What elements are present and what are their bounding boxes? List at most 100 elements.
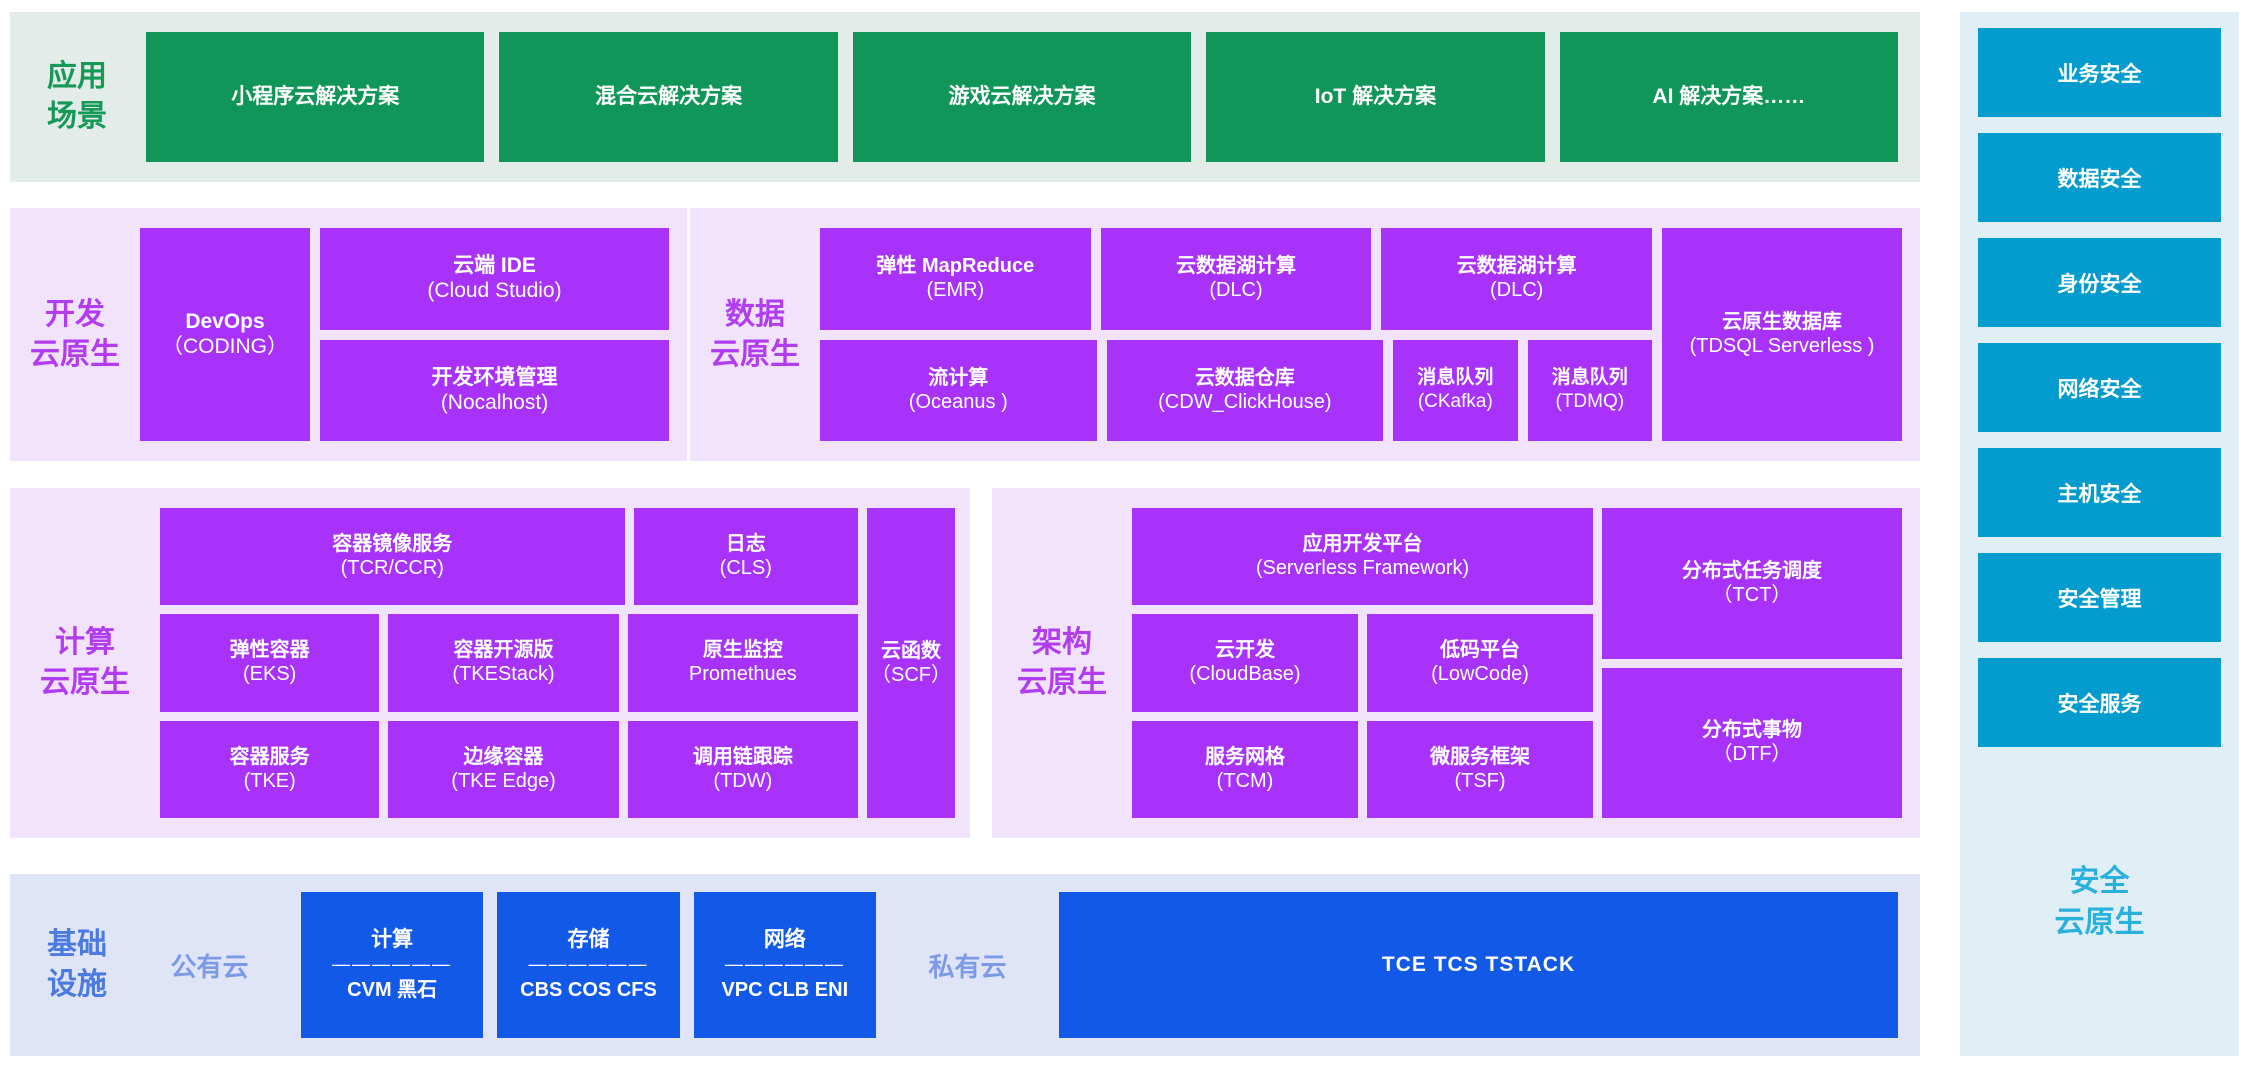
scenario-tile-hybrid-cloud[interactable]: 混合云解决方案 <box>499 32 838 162</box>
compute-tile-prometheus[interactable]: 原生监控 Promethues <box>627 614 859 712</box>
security-tile-host[interactable]: 主机安全 <box>1978 448 2221 537</box>
architecture-cloud-native-band: 架构 云原生 应用开发平台 (Serverless Framework) 云开发… <box>992 488 1920 838</box>
security-tile-network[interactable]: 网络安全 <box>1978 343 2221 432</box>
tile-title: 安全服务 <box>2057 692 2142 716</box>
compute-tile-tdw[interactable]: 调用链跟踪 (TDW) <box>627 720 859 818</box>
data-tile-oceanus[interactable]: 流计算 (Oceanus ) <box>820 339 1097 441</box>
arch-grid-row-2: 云开发 (CloudBase) 低码平台 (LowCode) <box>1132 614 1593 712</box>
data-tile-tdmq[interactable]: 消息队列 (TDMQ) <box>1527 339 1652 441</box>
scenario-tile-miniprogram[interactable]: 小程序云解决方案 <box>146 32 485 162</box>
tile-title: 网络 <box>763 927 806 951</box>
tile-subtitle: (TDSQL Serverless ) <box>1689 335 1875 357</box>
tile-title: 服务网格 <box>1205 745 1285 768</box>
infra-tile-compute[interactable]: 计算 —————— CVM 黑石 <box>301 892 484 1038</box>
tile-title: 微服务框架 <box>1430 745 1530 768</box>
band-label-dev-cloud-native: 开发 云原生 <box>30 297 120 371</box>
tile-subtitle: (EKS) <box>243 663 297 686</box>
data-tile-dlc-1[interactable]: 云数据湖计算 (DLC) <box>1100 228 1372 330</box>
compute-tile-scf[interactable]: 云函数 （SCF） <box>867 508 955 818</box>
tile-subtitle: (TCM) <box>1216 769 1274 792</box>
arch-tile-cloudbase[interactable]: 云开发 (CloudBase) <box>1132 614 1358 712</box>
tile-subtitle: CVM 黑石 <box>347 979 438 1002</box>
compute-tile-cls[interactable]: 日志 (CLS) <box>633 508 858 606</box>
tile-title: 存储 <box>567 927 610 951</box>
tile-title: 业务安全 <box>2057 62 2142 86</box>
tile-title: 容器开源版 <box>453 639 554 662</box>
tile-title: 主机安全 <box>2057 482 2142 506</box>
tile-subtitle: （DTF） <box>1712 743 1792 766</box>
tile-title: 云数据湖计算 <box>1456 255 1577 278</box>
scenario-tile-iot[interactable]: IoT 解决方案 <box>1206 32 1545 162</box>
application-scenario-band: 应用 场景 小程序云解决方案 混合云解决方案 游戏云解决方案 IoT 解决方案 … <box>10 12 1920 182</box>
dev-tile-cloud-studio[interactable]: 云端 IDE (Cloud Studio) <box>320 228 669 330</box>
tile-subtitle: (CLS) <box>719 557 772 580</box>
infra-tile-storage[interactable]: 存储 —————— CBS COS CFS <box>497 892 680 1038</box>
tile-title: 云函数 <box>881 639 941 662</box>
tile-subtitle: (Nocalhost) <box>440 390 549 414</box>
arch-grid-row-1: 应用开发平台 (Serverless Framework) <box>1132 508 1593 606</box>
tile-title: 分布式事物 <box>1702 719 1802 742</box>
scenario-tile-game-cloud[interactable]: 游戏云解决方案 <box>852 32 1192 162</box>
security-cloud-native-column: 业务安全 数据安全 身份安全 网络安全 主机安全 安全管理 安全服务 安全 云原… <box>1960 12 2239 1056</box>
security-tile-business[interactable]: 业务安全 <box>1978 28 2221 117</box>
compute-tile-tkestack[interactable]: 容器开源版 (TKEStack) <box>388 614 619 712</box>
arch-tile-tsf[interactable]: 微服务框架 (TSF) <box>1367 720 1593 818</box>
tile-title: 身份安全 <box>2057 272 2142 296</box>
security-tile-management[interactable]: 安全管理 <box>1978 553 2221 642</box>
arch-tile-dtf[interactable]: 分布式事物 （DTF） <box>1602 667 1902 818</box>
compute-tile-tke[interactable]: 容器服务 (TKE) <box>160 720 380 818</box>
data-tile-tdsql-serverless[interactable]: 云原生数据库 (TDSQL Serverless ) <box>1662 228 1902 441</box>
infra-tile-network[interactable]: 网络 —————— VPC CLB ENI <box>693 892 876 1038</box>
security-items-list: 业务安全 数据安全 身份安全 网络安全 主机安全 安全管理 安全服务 <box>1978 28 2221 747</box>
tile-title: 网络安全 <box>2057 377 2142 401</box>
compute-scf-column: 云函数 （SCF） <box>867 508 955 818</box>
dev-tools-column: 云端 IDE (Cloud Studio) 开发环境管理 (Nocalhost) <box>320 228 669 441</box>
compute-tile-eks[interactable]: 弹性容器 (EKS) <box>160 614 380 712</box>
tile-subtitle: (CloudBase) <box>1189 663 1301 686</box>
compute-tile-tke-edge[interactable]: 边缘容器 (TKE Edge) <box>388 720 619 818</box>
tile-title: 消息队列 <box>1551 366 1628 388</box>
arch-tile-tct[interactable]: 分布式任务调度 （TCT） <box>1602 508 1902 659</box>
tile-title: 云端 IDE <box>453 254 536 278</box>
architecture-service-grid: 应用开发平台 (Serverless Framework) 云开发 (Cloud… <box>1132 508 1593 818</box>
compute-cloud-native-tiles: 容器镜像服务 (TCR/CCR) 日志 (CLS) 弹性容器 (EKS) 容器开… <box>160 488 970 838</box>
dev-cloud-native-tiles: DevOps （CODING） 云端 IDE (Cloud Studio) 开发… <box>140 208 687 461</box>
scenario-tile-ai[interactable]: AI 解决方案…… <box>1559 32 1899 162</box>
data-cloud-native-tiles: 弹性 MapReduce (EMR) 云数据湖计算 (DLC) 云数据湖计算 (… <box>820 208 1920 461</box>
tile-title: 容器服务 <box>229 745 310 768</box>
arch-tile-serverless-framework[interactable]: 应用开发平台 (Serverless Framework) <box>1132 508 1593 606</box>
dev-tile-nocalhost[interactable]: 开发环境管理 (Nocalhost) <box>320 339 669 441</box>
band-label-compute-cloud-native: 计算 云原生 <box>40 626 130 699</box>
security-tile-data[interactable]: 数据安全 <box>1978 133 2221 222</box>
tile-subtitle: (CDW_ClickHouse) <box>1158 390 1332 413</box>
data-tile-emr[interactable]: 弹性 MapReduce (EMR) <box>820 228 1091 330</box>
arch-tile-tcm[interactable]: 服务网格 (TCM) <box>1132 720 1358 818</box>
tile-title: 安全管理 <box>2057 587 2142 611</box>
compute-grid-row-1: 容器镜像服务 (TCR/CCR) 日志 (CLS) <box>160 508 858 606</box>
tile-subtitle: (TKE Edge) <box>451 769 556 792</box>
tile-subtitle: (LowCode) <box>1431 663 1529 686</box>
compute-cloud-native-band: 计算 云原生 容器镜像服务 (TCR/CCR) 日志 (CLS) 弹性容器 <box>10 488 970 838</box>
dev-tile-devops[interactable]: DevOps （CODING） <box>140 228 310 441</box>
scenario-tile-title: IoT 解决方案 <box>1314 85 1437 109</box>
infra-tile-private-stack[interactable]: TCE TCS TSTACK <box>1059 892 1898 1038</box>
tile-title: 云数据仓库 <box>1194 366 1295 389</box>
compute-tile-tcr-ccr[interactable]: 容器镜像服务 (TCR/CCR) <box>160 508 625 606</box>
tile-title: 开发环境管理 <box>431 365 558 389</box>
tile-subtitle: (Serverless Framework) <box>1255 557 1470 580</box>
tile-subtitle: CBS COS CFS <box>520 979 657 1002</box>
arch-tile-lowcode[interactable]: 低码平台 (LowCode) <box>1367 614 1593 712</box>
data-service-grid: 弹性 MapReduce (EMR) 云数据湖计算 (DLC) 云数据湖计算 (… <box>820 228 1653 441</box>
security-column-footer-label: 安全 云原生 <box>2054 865 2145 939</box>
tile-title: 容器镜像服务 <box>332 533 453 556</box>
security-tile-service[interactable]: 安全服务 <box>1978 658 2221 747</box>
data-tile-dlc-2[interactable]: 云数据湖计算 (DLC) <box>1381 228 1653 330</box>
tile-subtitle: (TDMQ) <box>1555 390 1625 412</box>
data-tile-cdw-clickhouse[interactable]: 云数据仓库 (CDW_ClickHouse) <box>1106 339 1384 441</box>
scenario-tile-title: 游戏云解决方案 <box>948 85 1096 109</box>
security-tile-identity[interactable]: 身份安全 <box>1978 238 2221 327</box>
tile-subtitle: （CODING） <box>162 334 288 358</box>
tile-title: 弹性 MapReduce <box>876 255 1035 278</box>
tile-divider: —————— <box>528 954 649 975</box>
data-tile-ckafka[interactable]: 消息队列 (CKafka) <box>1393 339 1518 441</box>
